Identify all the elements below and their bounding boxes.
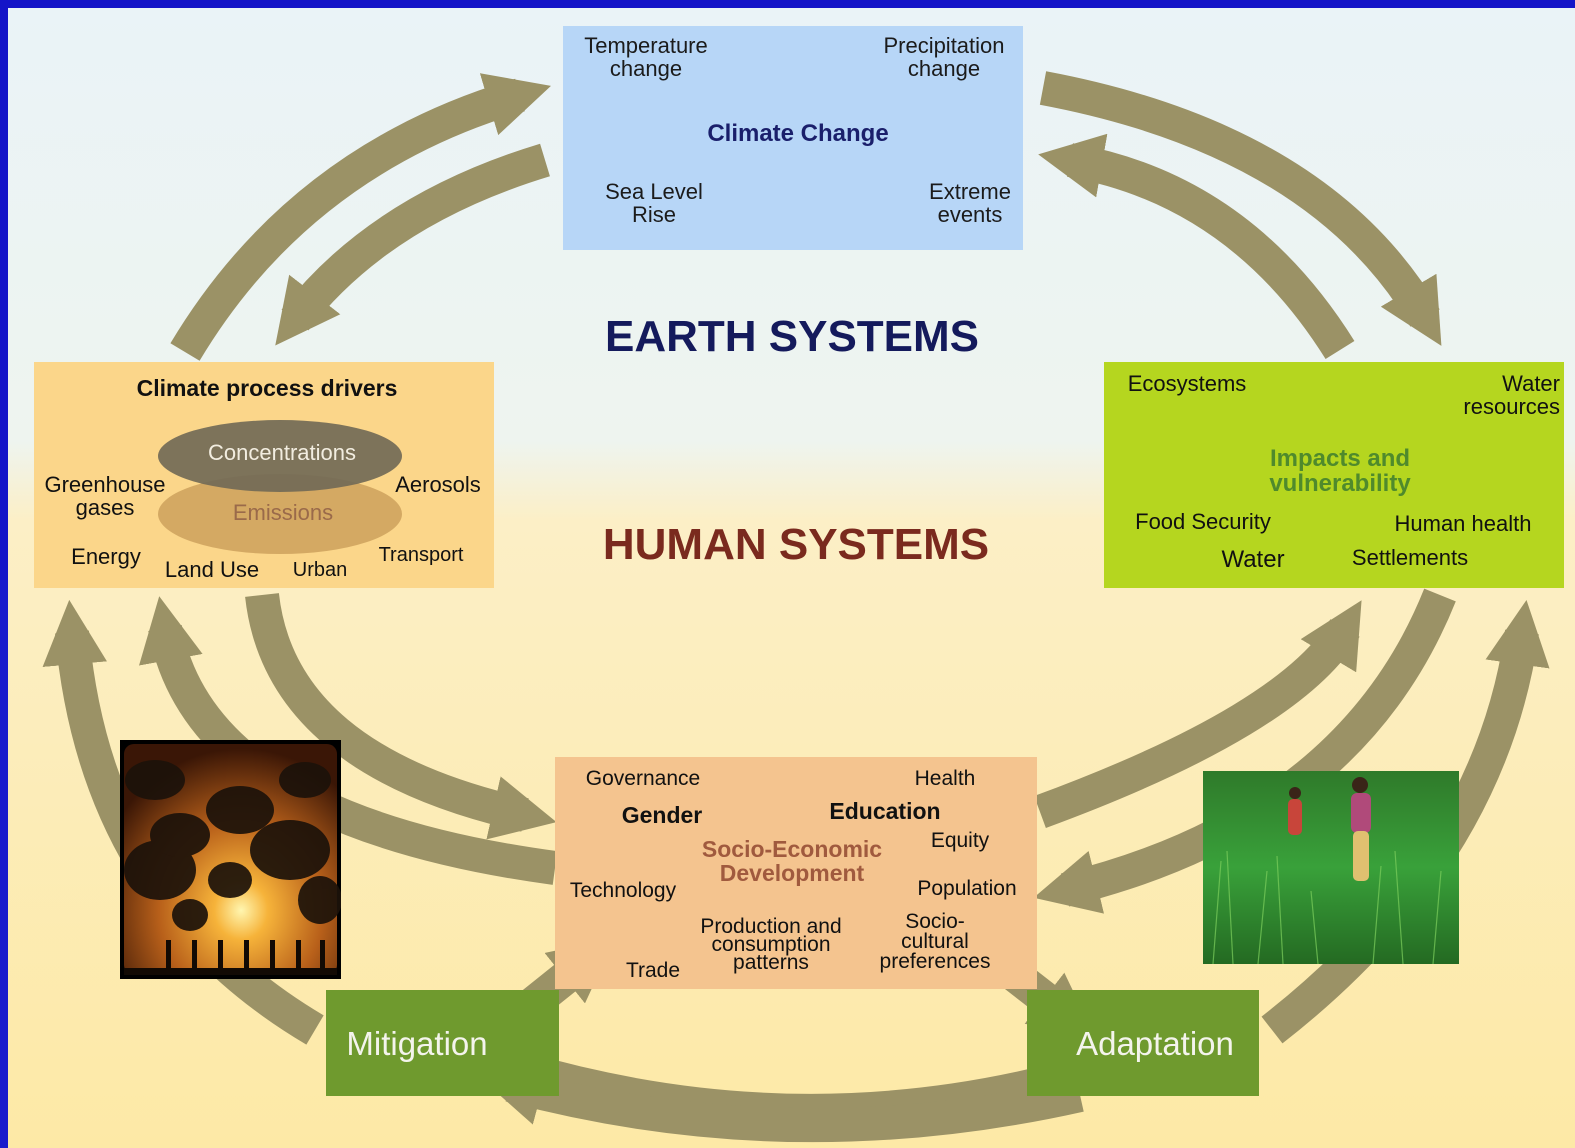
sociocultural-label: Socio- cultural preferences [879, 910, 991, 974]
impacts-box [1104, 362, 1564, 588]
energy-label: Energy [71, 544, 141, 569]
sea-level-rise-label: Sea Level Rise [605, 179, 703, 228]
socio-economic-title: Socio-Economic Development [701, 836, 883, 887]
socio-economic-box [555, 757, 1037, 989]
arrow-adaptation-to-mitigation [478, 1062, 1084, 1143]
mitigation-label: Mitigation [346, 1025, 488, 1062]
population-label: Population [917, 877, 1017, 900]
education-label: Education [829, 798, 941, 824]
arrow-impacts-to-climate [1038, 133, 1355, 360]
trade-label: Trade [625, 959, 681, 982]
extreme-events-label: Extreme events [929, 179, 1011, 228]
human-health-label: Human health [1394, 511, 1532, 536]
earth-systems-title: EARTH SYSTEMS [604, 312, 980, 361]
aerosols-label: Aerosols [395, 472, 481, 497]
climate-change-box [563, 26, 1023, 250]
adaptation-box [1027, 990, 1259, 1096]
concentrations-label: Concentrations [208, 440, 356, 465]
climate-change-title: Climate Change [707, 120, 889, 147]
precipitation-change-label: Precipitation change [883, 33, 1005, 82]
left-frame-bar [0, 0, 8, 580]
top-frame-bar [0, 0, 1575, 8]
adaptation-label: Adaptation [1076, 1025, 1234, 1062]
arrow-climate-to-impacts [1039, 71, 1442, 346]
field-workers-photo [1203, 771, 1459, 964]
production-consumption-label: Production and consumption patterns [700, 915, 842, 974]
water-label: Water [1221, 546, 1285, 573]
land-use-label: Land Use [164, 557, 260, 582]
health-label: Health [914, 767, 976, 790]
food-security-label: Food Security [1135, 509, 1271, 534]
urban-label: Urban [292, 559, 348, 581]
arrow-drivers-to-socio [245, 592, 557, 840]
ecosystems-label: Ecosystems [1127, 371, 1247, 396]
greenhouse-gases-label: Greenhouse gases [44, 472, 166, 521]
arrow-drivers-to-climate [170, 73, 551, 361]
temperature-change-label: Temperature change [584, 33, 708, 82]
climate-drivers-title: Climate process drivers [136, 375, 398, 401]
emissions-label: Emissions [232, 500, 334, 525]
governance-label: Governance [585, 767, 701, 790]
impacts-title: Impacts and vulnerability [1269, 445, 1411, 498]
mitigation-box [326, 990, 559, 1096]
settlements-label: Settlements [1351, 545, 1469, 570]
smokestacks-photo [120, 740, 341, 979]
human-systems-title: HUMAN SYSTEMS [602, 520, 990, 569]
arrow-climate-to-drivers [275, 143, 550, 346]
transport-label: Transport [378, 544, 464, 566]
equity-label: Equity [930, 829, 990, 852]
gender-label: Gender [621, 802, 703, 828]
water-resources-label: Water resources [1463, 371, 1560, 420]
concentrations-ellipse [158, 420, 402, 492]
arrow-socio-to-impacts [1034, 600, 1362, 828]
technology-label: Technology [569, 879, 677, 902]
